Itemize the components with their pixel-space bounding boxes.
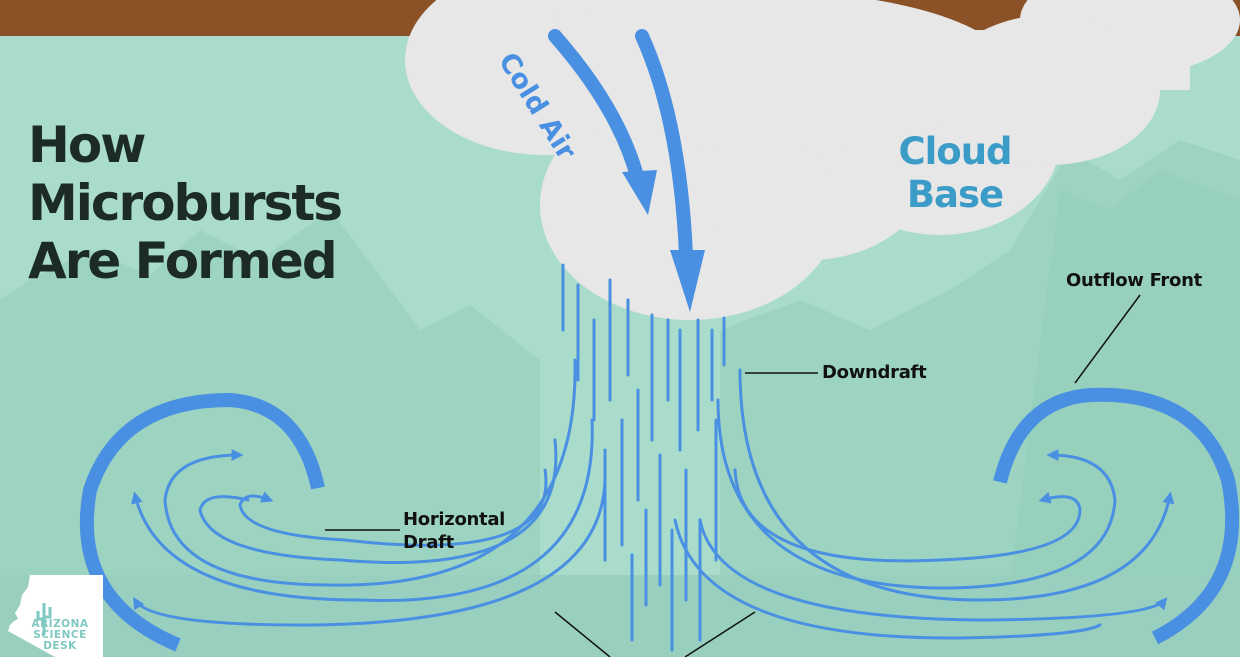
- cold-air-arrowhead-left: [622, 170, 657, 215]
- left-outflow-front-arrow: [79, 392, 325, 652]
- page-title-line-1: How: [28, 116, 146, 174]
- cloud-base-label-line-1: Cloud: [898, 130, 1012, 173]
- left-flow-lines: [131, 358, 607, 627]
- page-title-line-2: Microbursts: [28, 174, 343, 232]
- outflow-front-leader-line: [1074, 294, 1141, 384]
- cold-air-arrow-left: [548, 29, 645, 187]
- page-title-line-3: Are Formed: [28, 232, 338, 290]
- cloud-base-label-line-2: Base: [906, 173, 1004, 216]
- horizontal-draft-label-line-1: Horizontal: [403, 509, 506, 530]
- ground-leader-line-right: [684, 611, 756, 657]
- logo-text-line-3: DESK: [43, 640, 77, 652]
- mountain-silhouette-right-back: [1000, 170, 1240, 657]
- right-outflow-front-arrow: [993, 387, 1240, 645]
- logo-text-line-1: ARIZONA: [31, 618, 89, 630]
- downdraft-rain-lines: [561, 263, 726, 652]
- ground-band: [0, 575, 1240, 657]
- arizona-state-shape-icon: [8, 575, 103, 657]
- ground-leader-line-left: [554, 611, 611, 657]
- logo-text-line-2: SCIENCE: [33, 629, 87, 641]
- right-flow-lines: [673, 368, 1175, 640]
- horizontal-draft-label-line-2: Draft: [403, 532, 454, 553]
- arizona-science-desk-logo: ARIZONA SCIENCE DESK: [0, 575, 103, 657]
- downdraft-label: Downdraft: [822, 362, 927, 383]
- outflow-front-label: Outflow Front: [1066, 270, 1202, 291]
- cold-air-arrowhead-right: [670, 250, 705, 312]
- cold-air-arrow-right: [635, 29, 693, 262]
